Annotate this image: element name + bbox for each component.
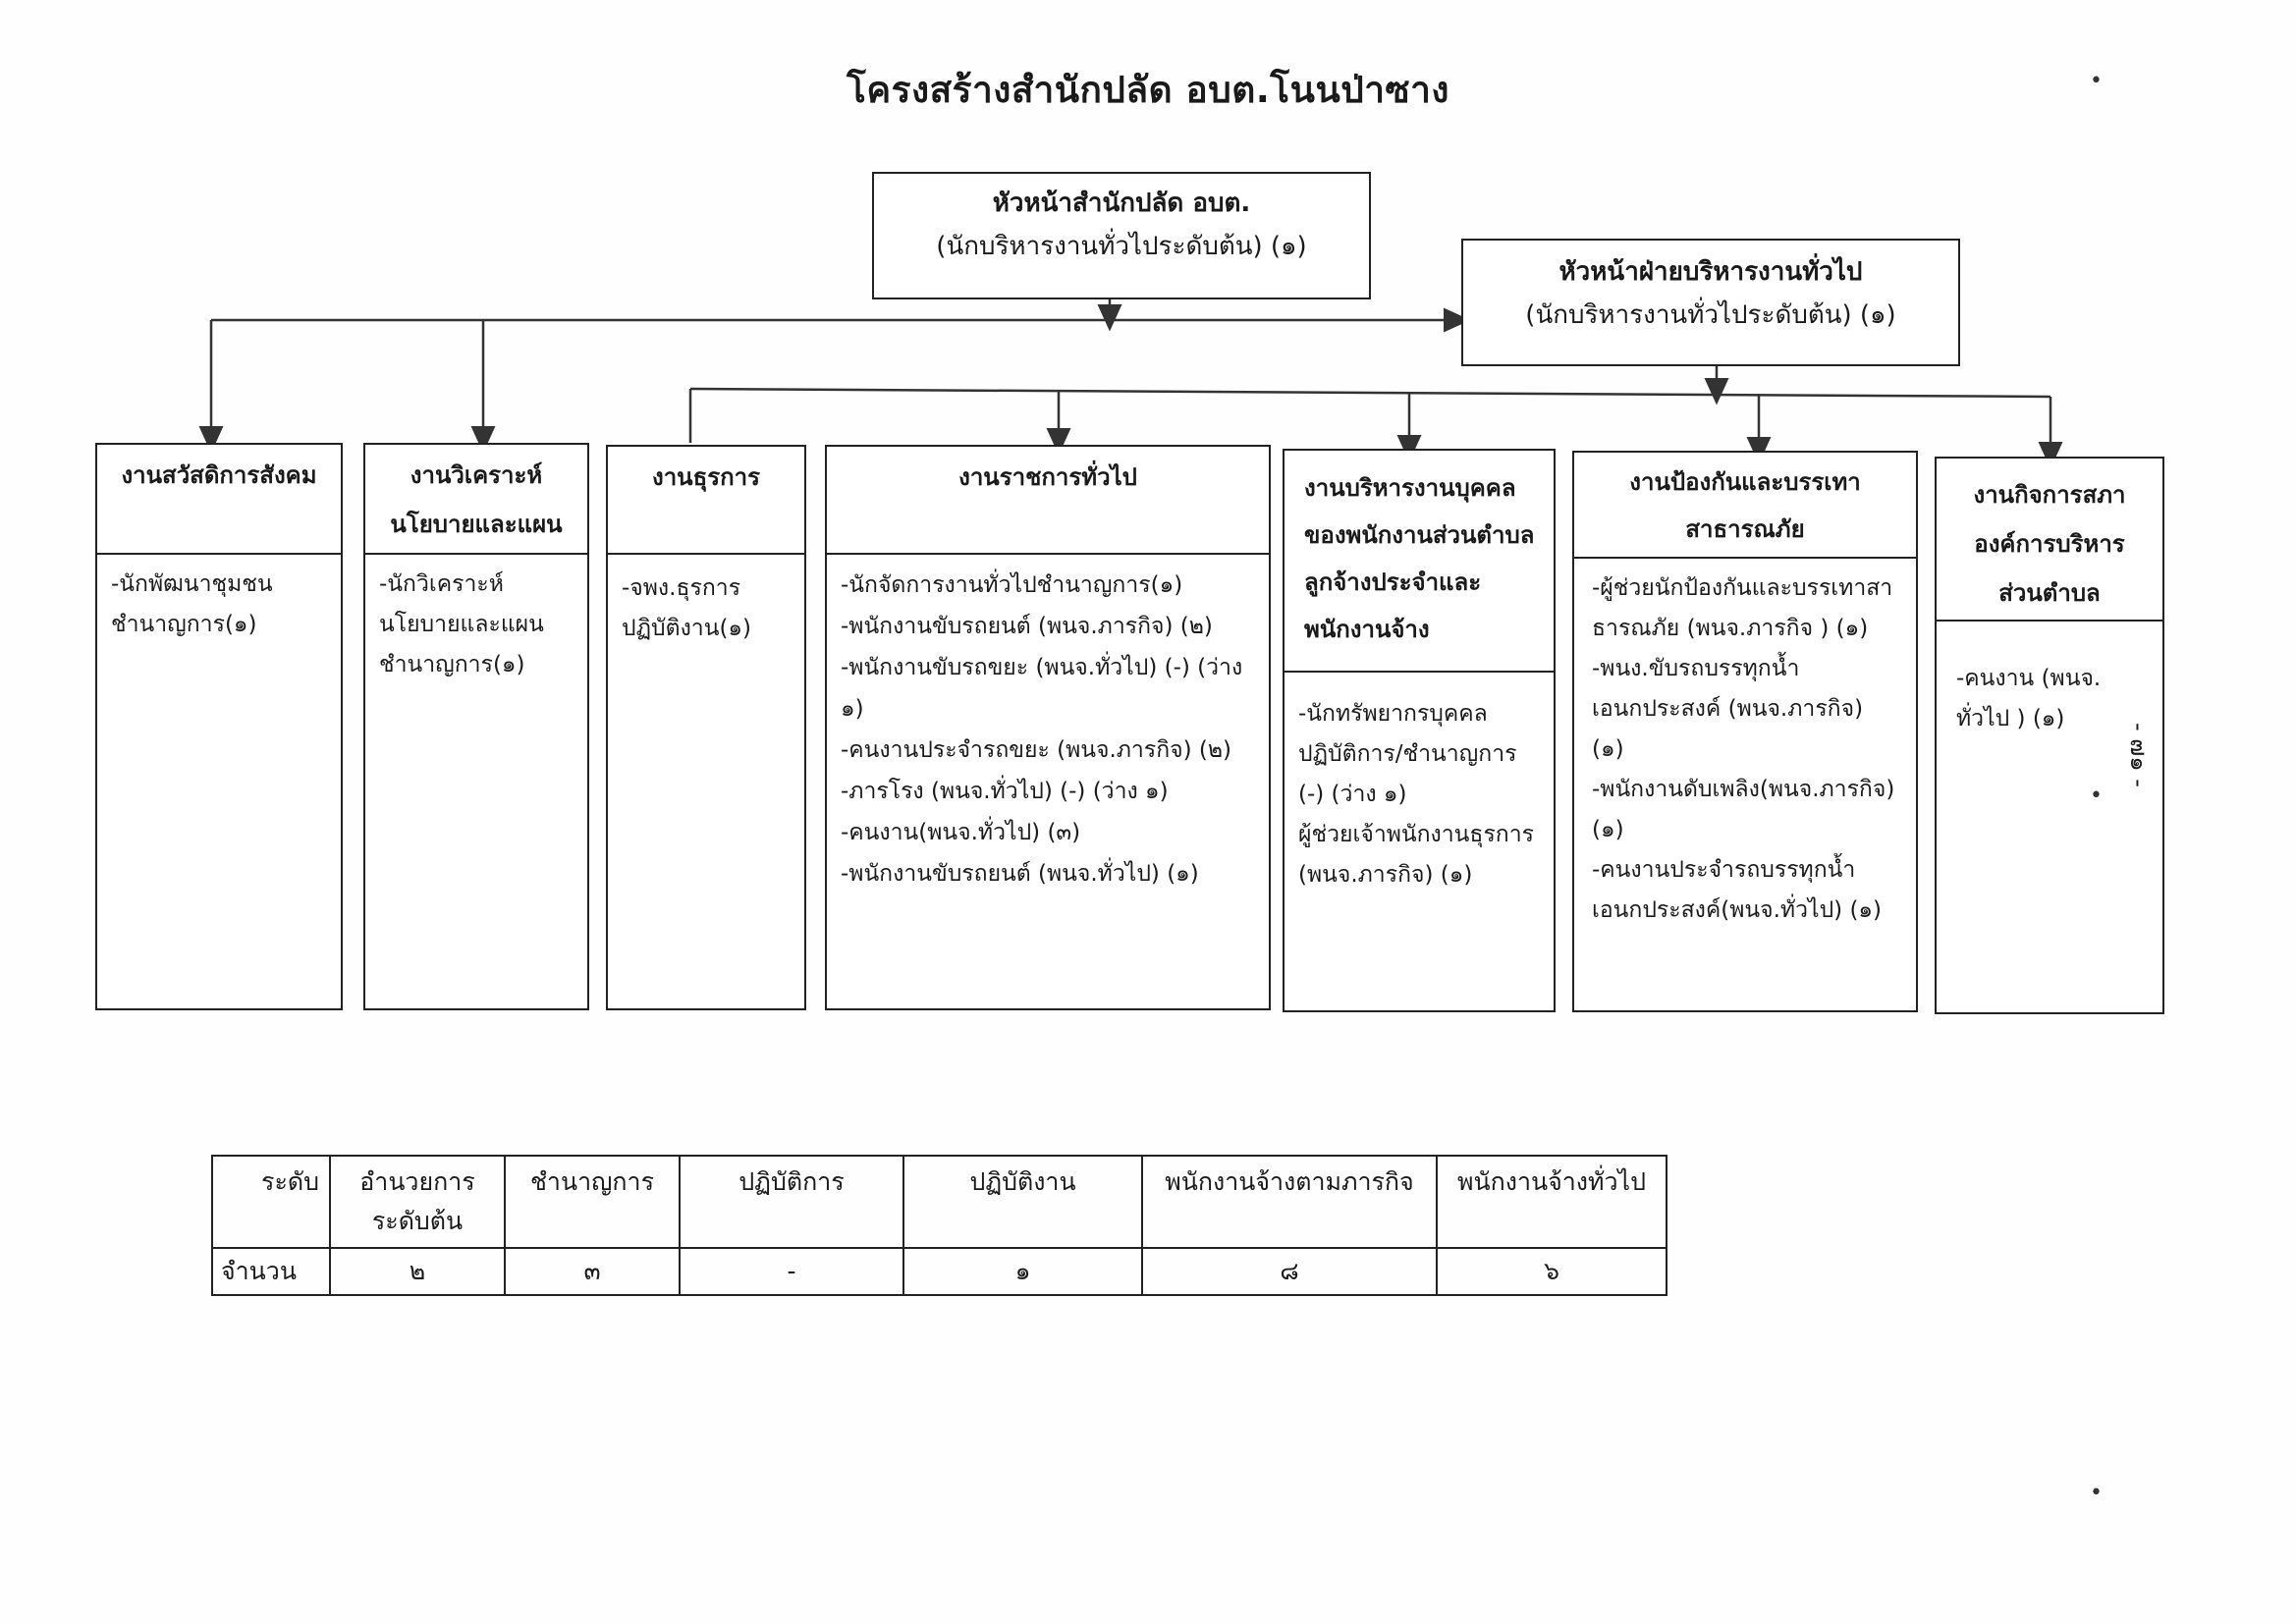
count-cell: ๘ bbox=[1141, 1247, 1438, 1296]
head-subtitle: (นักบริหารงานทั่วไประดับต้น) (๑) bbox=[936, 232, 1307, 261]
unit-general-affairs: งานราชการทั่วไป -นักจัดการงานทั่วไปชำนาญ… bbox=[825, 445, 1271, 1010]
column-header: อำนวยการ ระดับต้น bbox=[329, 1155, 506, 1249]
unit-staff: -นักจัดการงานทั่วไปชำนาญการ(๑) -พนักงานข… bbox=[841, 572, 1243, 887]
column-header: พนักงานจ้างตามภารกิจ bbox=[1141, 1155, 1438, 1249]
count-label: จำนวน bbox=[211, 1247, 331, 1296]
unit-administration: งานธุรการ -จพง.ธุรการ ปฏิบัติงาน(๑) bbox=[606, 445, 806, 1010]
unit-social-welfare: งานสวัสดิการสังคม -นักพัฒนาชุมชน ชำนาญกา… bbox=[95, 443, 343, 1010]
column-header: ชำนาญการ bbox=[504, 1155, 681, 1249]
unit-disaster-prevention: งานป้องกันและบรรเทา สาธารณภัย -ผู้ช่วยนั… bbox=[1572, 451, 1918, 1012]
table-row: ระดับ อำนวยการ ระดับต้น ชำนาญการ ปฏิบัติ… bbox=[211, 1155, 1667, 1249]
unit-name: งานป้องกันและบรรเทา สาธารณภัย bbox=[1574, 453, 1916, 559]
count-cell: ๑ bbox=[902, 1247, 1143, 1296]
scan-speck: • bbox=[2090, 784, 2103, 808]
unit-staff: -นักพัฒนาชุมชน ชำนาญการ(๑) bbox=[111, 571, 273, 637]
page-title: โครงสร้างสำนักปลัด อบต.โนนป่าซาง bbox=[847, 69, 1449, 111]
deputy-subtitle: (นักบริหารงานทั่วไประดับต้น) (๑) bbox=[1525, 300, 1896, 330]
scan-speck: • bbox=[2090, 1481, 2103, 1505]
unit-name: งานสวัสดิการสังคม bbox=[97, 445, 341, 555]
unit-name: งานกิจการสภา องค์การบริหาร ส่วนตำบล bbox=[1937, 459, 2162, 622]
count-cell: - bbox=[679, 1247, 904, 1296]
head-title: หัวหน้าสำนักปลัด อบต. bbox=[992, 189, 1251, 218]
unit-name: งานบริหารงานบุคคล ของพนักงานส่วนตำบล ลูก… bbox=[1285, 451, 1554, 673]
page-number: - ๗๑ - bbox=[2125, 723, 2153, 787]
unit-name: งานธุรการ bbox=[608, 447, 804, 555]
level-label: ระดับ bbox=[211, 1155, 331, 1249]
count-cell: ๖ bbox=[1436, 1247, 1667, 1296]
unit-policy-analysis: งานวิเคราะห์ นโยบายและแผน -นักวิเคราะห์ … bbox=[363, 443, 589, 1010]
count-cell: ๓ bbox=[504, 1247, 681, 1296]
column-header: ปฏิบัติงาน bbox=[902, 1155, 1143, 1249]
count-cell: ๒ bbox=[329, 1247, 506, 1296]
unit-staff: -นักวิเคราะห์ นโยบายและแผน ชำนาญการ(๑) bbox=[379, 571, 544, 677]
head-of-office-box: หัวหน้าสำนักปลัด อบต. (นักบริหารงานทั่วไ… bbox=[872, 172, 1371, 299]
unit-staff: -คนงาน (พนจ. ทั่วไป ) (๑) bbox=[1956, 666, 2102, 731]
deputy-title: หัวหน้าฝ่ายบริหารงานทั่วไป bbox=[1558, 257, 1863, 287]
staff-summary-table: ระดับ อำนวยการ ระดับต้น ชำนาญการ ปฏิบัติ… bbox=[211, 1155, 1667, 1296]
unit-personnel-management: งานบริหารงานบุคคล ของพนักงานส่วนตำบล ลูก… bbox=[1283, 449, 1556, 1012]
table-row: จำนวน ๒ ๓ - ๑ ๘ ๖ bbox=[211, 1247, 1667, 1296]
scan-speck: • bbox=[2090, 69, 2103, 93]
unit-name: งานราชการทั่วไป bbox=[827, 447, 1269, 555]
deputy-head-box: หัวหน้าฝ่ายบริหารงานทั่วไป (นักบริหารงาน… bbox=[1461, 239, 1960, 366]
unit-staff: -นักทรัพยากรบุคคล ปฏิบัติการ/ชำนาญการ (-… bbox=[1298, 701, 1534, 888]
unit-staff: -ผู้ช่วยนักป้องกันและบรรเทาสา ธารณภัย (พ… bbox=[1592, 575, 1895, 923]
column-header: ปฏิบัติการ bbox=[679, 1155, 904, 1249]
column-header: พนักงานจ้างทั่วไป bbox=[1436, 1155, 1667, 1249]
unit-name: งานวิเคราะห์ นโยบายและแผน bbox=[365, 445, 587, 555]
unit-staff: -จพง.ธุรการ ปฏิบัติงาน(๑) bbox=[622, 575, 751, 641]
unit-council-affairs: งานกิจการสภา องค์การบริหาร ส่วนตำบล -คนง… bbox=[1935, 457, 2164, 1014]
